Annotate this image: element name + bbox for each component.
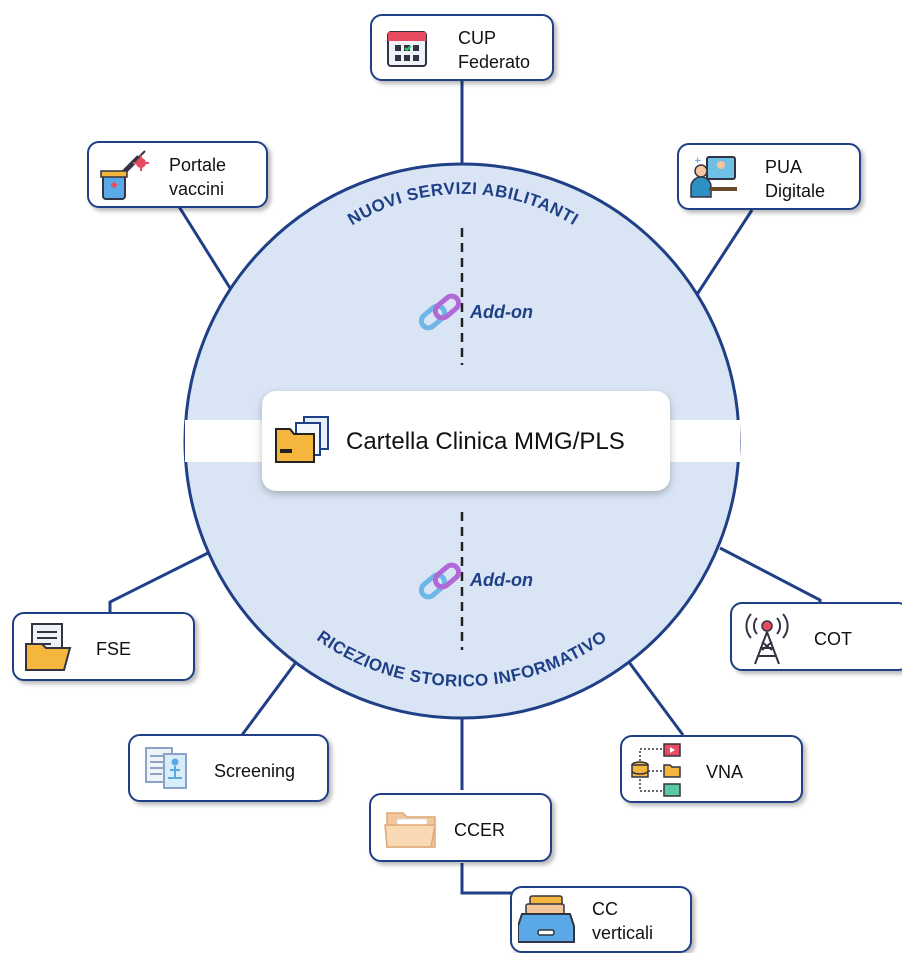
node-ccer[interactable]: CCER: [369, 793, 552, 862]
cup-label-line1: CUP: [458, 28, 497, 48]
link-icon: [418, 562, 462, 600]
cup-label-line2: Federato: [458, 52, 531, 72]
vaccine-icon: [100, 150, 149, 200]
node-cot[interactable]: COT: [730, 602, 902, 671]
node-portale-vaccini[interactable]: Portale vaccini: [87, 141, 268, 208]
svg-text:+: +: [694, 156, 702, 166]
ccv-label-line1: CC: [592, 899, 618, 919]
ccv-label-line2: verticali: [592, 923, 654, 943]
cot-label: COT: [814, 629, 852, 649]
folders-icon: [275, 416, 329, 463]
node-cc-verticali[interactable]: CC verticali: [510, 886, 692, 953]
center-label: Cartella Clinica MMG/PLS: [346, 428, 625, 455]
connector-screening: [240, 649, 307, 736]
ccer-label: CCER: [454, 820, 506, 840]
folder-document-icon: [25, 623, 72, 671]
connector-cot: [719, 546, 822, 603]
portale-label-line1: Portale: [169, 155, 227, 175]
open-folder-icon: [384, 812, 436, 848]
link-icon: [418, 293, 462, 331]
fse-label: FSE: [96, 639, 132, 659]
node-fse[interactable]: FSE: [12, 612, 195, 681]
portale-label-line2: vaccini: [169, 179, 225, 199]
addon-label-top: Add-on: [470, 302, 533, 322]
connector-ccv: [460, 863, 512, 895]
center-card[interactable]: Cartella Clinica MMG/PLS: [262, 391, 670, 491]
vna-label: VNA: [706, 762, 744, 782]
node-screening[interactable]: Screening: [128, 734, 329, 802]
antenna-icon: [745, 613, 789, 665]
data-hierarchy-icon: [631, 743, 681, 797]
doctor-consult-icon: +: [690, 156, 737, 198]
addon-label-bottom: Add-on: [470, 570, 533, 590]
pua-label-line1: PUA: [765, 157, 803, 177]
archive-tray-icon: [518, 895, 575, 943]
connector-vna: [618, 649, 685, 736]
connector-pua: [694, 209, 754, 297]
screening-label: Screening: [214, 761, 296, 781]
node-cup[interactable]: CUP Federato: [370, 14, 554, 81]
node-pua[interactable]: + PUA Digitale: [677, 143, 861, 210]
connector-fse: [108, 550, 211, 612]
pua-label-line2: Digitale: [765, 181, 826, 201]
connector-portale: [176, 204, 237, 297]
node-vna[interactable]: VNA: [620, 735, 803, 803]
screening-icon: [145, 747, 187, 789]
calendar-icon: [387, 31, 427, 67]
